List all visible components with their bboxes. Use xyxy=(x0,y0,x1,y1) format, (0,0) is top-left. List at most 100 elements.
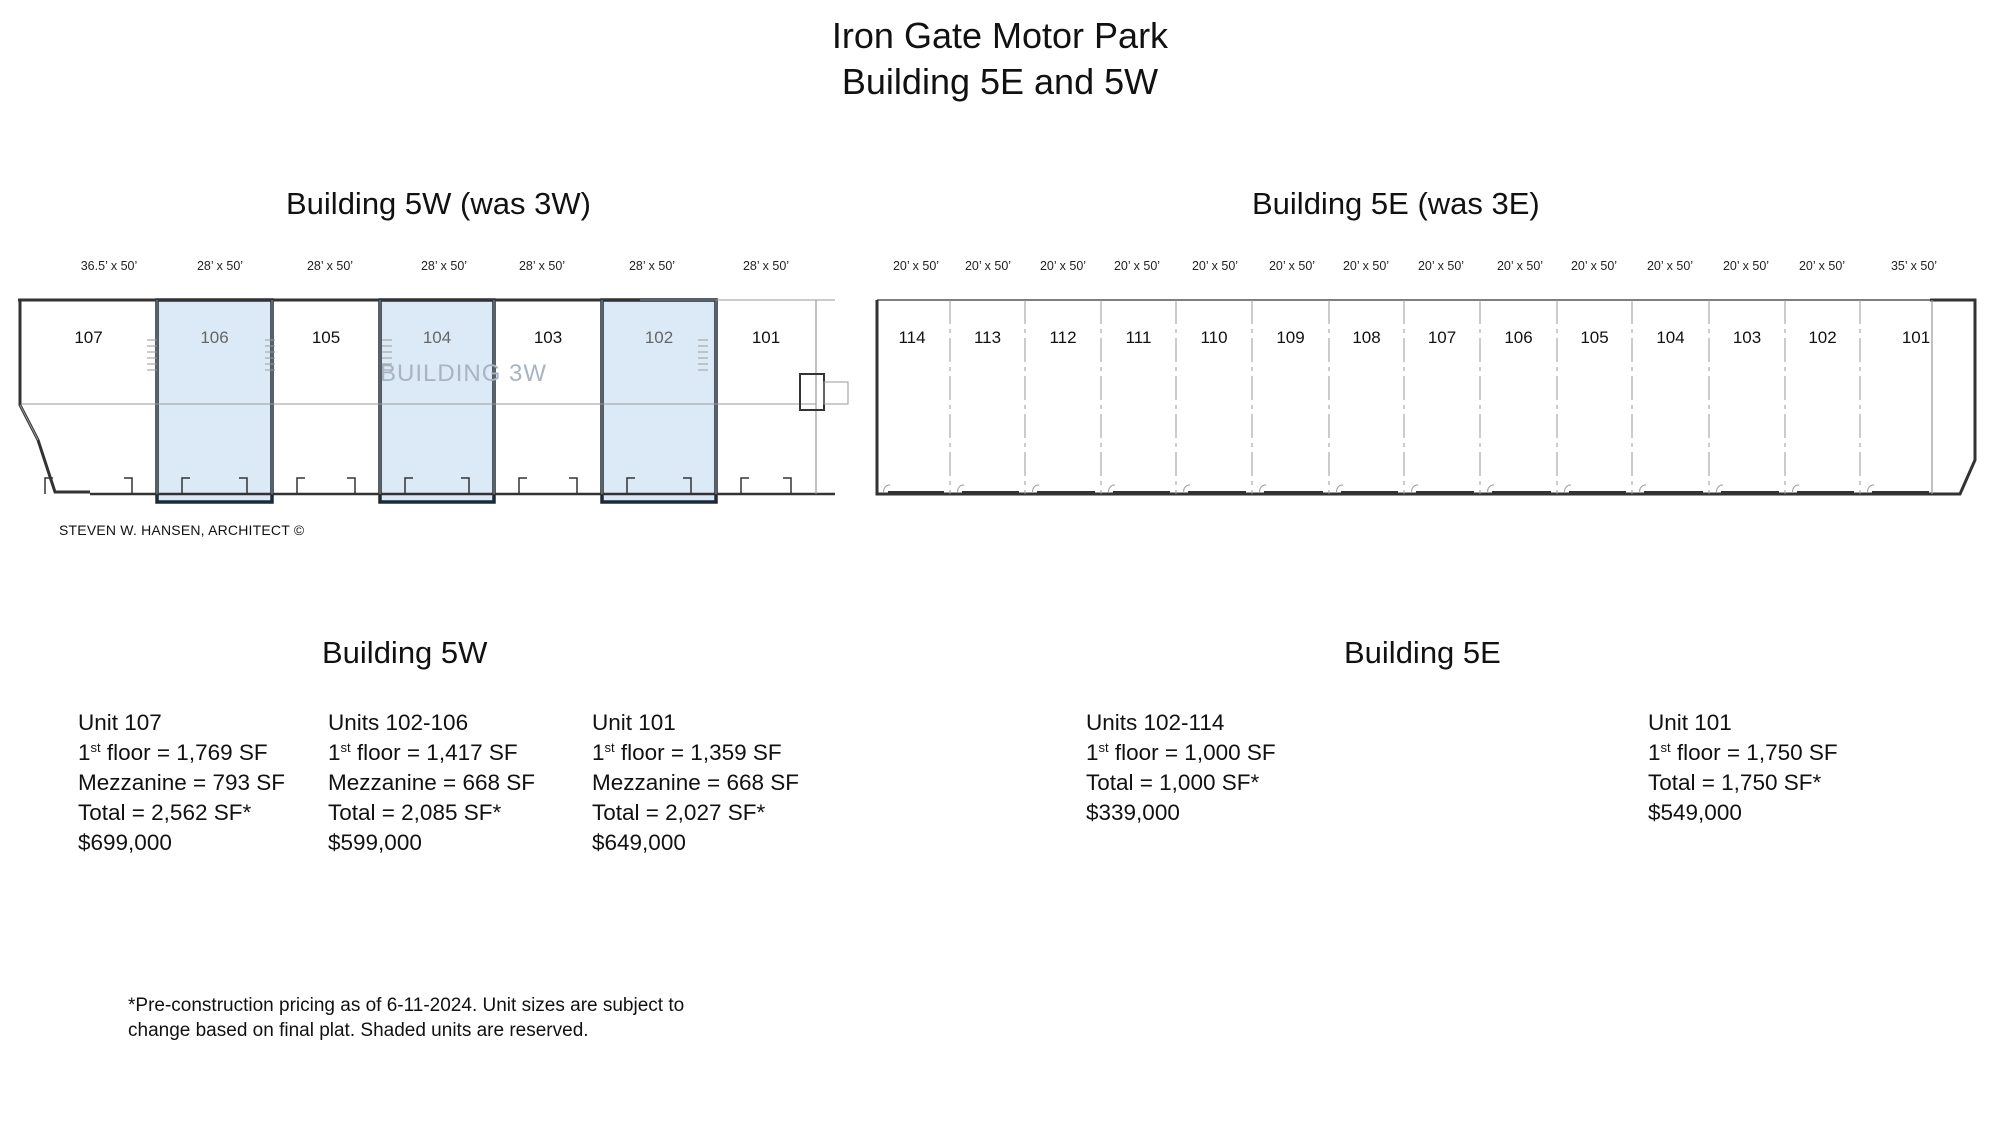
building-5e-plan xyxy=(875,298,1977,496)
door-jamb-right-1 xyxy=(239,477,248,494)
door-jamb-left-3 xyxy=(404,477,413,494)
unit-label-105: 105 xyxy=(1580,328,1609,347)
page-title: Iron Gate Motor Park xyxy=(831,15,1169,56)
unit-label-111: 111 xyxy=(1125,328,1152,347)
dimension-label: 20’ x 50’ xyxy=(1268,259,1316,273)
first-floor-area: 1st floor = 1,750 SF xyxy=(1648,740,1838,765)
total-area: Total = 2,085 SF* xyxy=(328,800,502,825)
connector-block xyxy=(799,373,825,411)
first-floor-area: 1st floor = 1,000 SF xyxy=(1086,740,1276,765)
page-subtitle: Building 5E and 5W xyxy=(841,61,1159,102)
dimension-label: 20’ x 50’ xyxy=(1191,259,1239,273)
door-swing-13 xyxy=(1867,484,1875,494)
unit-name: Unit 107 xyxy=(78,710,162,735)
door-swing-12 xyxy=(1792,484,1800,494)
mezzanine-area: Mezzanine = 668 SF xyxy=(592,770,799,795)
door-jamb-left-5 xyxy=(626,477,635,494)
total-area: Total = 2,562 SF* xyxy=(78,800,252,825)
floor-plan xyxy=(18,298,1977,504)
dimension-label: 20’ x 50’ xyxy=(1496,259,1544,273)
price: $599,000 xyxy=(328,830,422,855)
dimension-label: 28’ x 50’ xyxy=(306,259,354,273)
first-floor-area: 1st floor = 1,417 SF xyxy=(328,740,518,765)
pricing-5w-unit-107: Unit 107 1st floor = 1,769 SF Mezzanine … xyxy=(78,708,285,858)
building-5w-plan xyxy=(18,298,849,504)
door-jamb-left-4 xyxy=(518,477,527,494)
dimension-label: 28’ x 50’ xyxy=(742,259,790,273)
unit-label-108: 108 xyxy=(1352,328,1381,347)
door-jamb-left-2 xyxy=(296,477,305,494)
unit-label-103: 103 xyxy=(1732,328,1762,347)
unit-label-106: 106 xyxy=(200,328,229,347)
door-swing-1 xyxy=(957,484,965,494)
price: $339,000 xyxy=(1086,800,1180,825)
unit-label-101: 101 xyxy=(1901,328,1931,347)
building-5w-heading: Building 5W (was 3W) xyxy=(286,186,591,221)
unit-label-104: 104 xyxy=(422,328,452,347)
unit-label-106: 106 xyxy=(1504,328,1533,347)
unit-label-112: 112 xyxy=(1049,328,1077,347)
dimension-label: 20’ x 50’ xyxy=(1798,259,1846,273)
dimension-label: 20’ x 50’ xyxy=(1646,259,1694,273)
unit-label-101: 101 xyxy=(751,328,781,347)
pricing-5w-units-102-106: Units 102-106 1st floor = 1,417 SF Mezza… xyxy=(328,708,535,858)
door-jamb-left-1 xyxy=(181,477,190,494)
total-area: Total = 2,027 SF* xyxy=(592,800,766,825)
pricing-5e-unit-101: Unit 101 1st floor = 1,750 SF Total = 1,… xyxy=(1648,708,1838,828)
unit-label-114: 114 xyxy=(898,328,926,347)
dimension-label: 28’ x 50’ xyxy=(518,259,566,273)
first-floor-area: 1st floor = 1,359 SF xyxy=(592,740,782,765)
door-swing-8 xyxy=(1487,484,1495,494)
architect-credit: STEVEN W. HANSEN, ARCHITECT © xyxy=(59,522,305,538)
west-end-wall-inner xyxy=(19,404,39,441)
door-jamb-left-0 xyxy=(44,477,53,494)
door-jamb-left-6 xyxy=(740,477,749,494)
first-floor-area: 1st floor = 1,769 SF xyxy=(78,740,268,765)
door-jamb-right-4 xyxy=(569,477,578,494)
door-jamb-right-2 xyxy=(347,477,356,494)
dimension-label: 20’ x 50’ xyxy=(964,259,1012,273)
pricing-5e-heading: Building 5E xyxy=(1344,635,1501,670)
unit-label-113: 113 xyxy=(973,328,1002,347)
mezzanine-area: Mezzanine = 793 SF xyxy=(78,770,285,795)
door-swing-2 xyxy=(1032,484,1040,494)
dimension-label: 20’ x 50’ xyxy=(1113,259,1161,273)
door-swing-5 xyxy=(1259,484,1267,494)
east-outline xyxy=(875,298,1977,496)
price: $699,000 xyxy=(78,830,172,855)
door-swing-10 xyxy=(1639,484,1647,494)
unit-label-102: 102 xyxy=(644,328,674,347)
dimension-label: 28’ x 50’ xyxy=(628,259,676,273)
dimension-label: 28’ x 50’ xyxy=(196,259,244,273)
building-5e-heading: Building 5E (was 3E) xyxy=(1252,186,1540,221)
dimension-label: 20’ x 50’ xyxy=(1722,259,1770,273)
unit-label-102: 102 xyxy=(1808,328,1837,347)
unit-label-107: 107 xyxy=(1427,328,1457,347)
door-jamb-right-3 xyxy=(461,477,470,494)
door-swing-4 xyxy=(1183,484,1191,494)
unit-label-105: 105 xyxy=(311,328,341,347)
door-swing-9 xyxy=(1564,484,1572,494)
building-watermark: BUILDING 3W xyxy=(380,360,548,387)
door-swing-11 xyxy=(1716,484,1724,494)
price: $649,000 xyxy=(592,830,686,855)
pricing-5w-unit-101: Unit 101 1st floor = 1,359 SF Mezzanine … xyxy=(592,708,799,858)
unit-label-104: 104 xyxy=(1656,328,1685,347)
dimension-label: 20’ x 50’ xyxy=(1039,259,1087,273)
dimension-label: 35’ x 50’ xyxy=(1890,259,1938,273)
door-jamb-right-5 xyxy=(683,477,692,494)
dimension-label: 36.5’ x 50’ xyxy=(80,259,138,273)
pricing-5e-units-102-114: Units 102-114 1st floor = 1,000 SF Total… xyxy=(1086,708,1276,828)
total-area: Total = 1,000 SF* xyxy=(1086,770,1260,795)
connector-inner xyxy=(823,381,849,405)
footnote-line-1: *Pre-construction pricing as of 6-11-202… xyxy=(128,995,685,1016)
unit-name: Units 102-106 xyxy=(328,710,469,735)
unit-name: Unit 101 xyxy=(1648,710,1732,735)
unit-name: Unit 101 xyxy=(592,710,676,735)
price: $549,000 xyxy=(1648,800,1742,825)
unit-label-107: 107 xyxy=(74,328,103,347)
mezzanine-area: Mezzanine = 668 SF xyxy=(328,770,535,795)
unit-label-103: 103 xyxy=(533,328,563,347)
dimension-label: 20’ x 50’ xyxy=(892,259,940,273)
door-swing-6 xyxy=(1336,484,1344,494)
